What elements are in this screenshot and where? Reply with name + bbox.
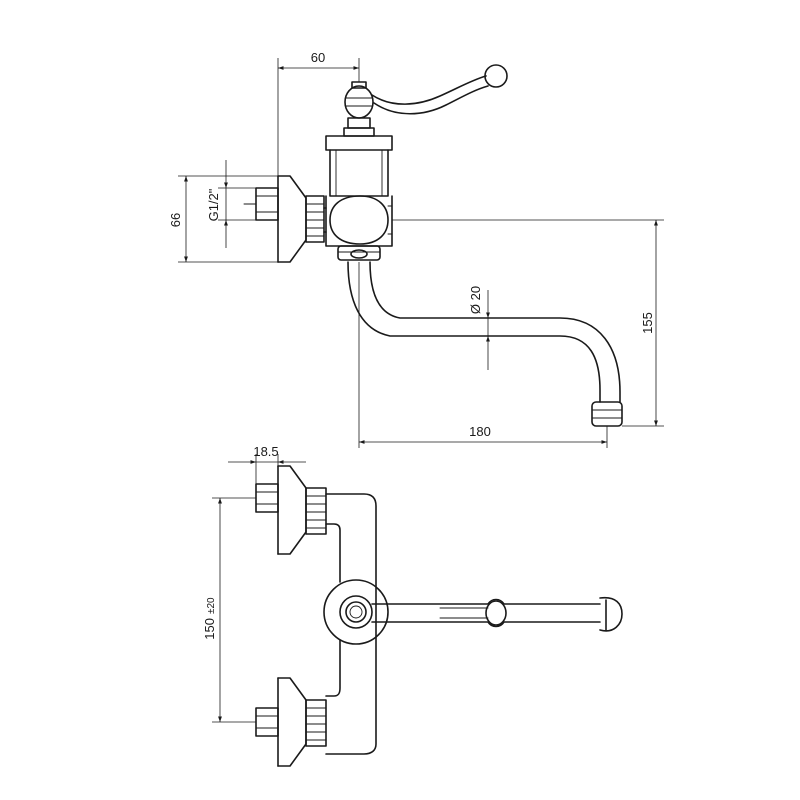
- dim-spout-reach: 180: [358, 262, 608, 448]
- dim-label-inlet-spacing: 150: [202, 618, 217, 640]
- lever-ball-front: [485, 600, 507, 626]
- lever-ball-knob: [484, 64, 508, 88]
- front-valve: [323, 579, 623, 645]
- spout: [347, 261, 623, 427]
- dim-inlet-offset: 18.5: [228, 444, 306, 484]
- dim-spout-height: 155: [392, 219, 664, 427]
- lower-inlet: [255, 677, 327, 767]
- valve-body: [325, 135, 393, 261]
- front-body: [325, 493, 377, 755]
- side-view: 60 66 G1/2" Ø 20: [168, 50, 664, 448]
- dim-label-spout-diameter: Ø 20: [468, 286, 483, 314]
- dim-thread: G1/2": [206, 160, 256, 248]
- dim-label-spout-height: 155: [640, 312, 655, 334]
- dim-inlet-spacing: 150 ±20: [202, 497, 256, 723]
- dim-label-spout-reach: 180: [469, 424, 491, 439]
- aerator: [591, 401, 623, 427]
- lever-handle: [343, 64, 508, 137]
- wall-flange: [243, 175, 307, 263]
- dim-label-thread: G1/2": [206, 188, 221, 221]
- dim-top-width: 60: [277, 50, 360, 176]
- dim-inlet-height: 66: [168, 175, 278, 263]
- coupling-nut: [305, 195, 327, 243]
- cap-dome: [344, 85, 374, 119]
- upper-inlet: [255, 465, 327, 555]
- dim-spout-diameter: Ø 20: [468, 286, 490, 370]
- swivel-nut: [337, 245, 381, 261]
- dim-label-top-width: 60: [311, 50, 325, 65]
- dim-label-inlet-height: 66: [168, 213, 183, 227]
- dim-label-inlet-offset: 18.5: [253, 444, 278, 459]
- front-view: 18.5 150 ±20: [202, 444, 623, 767]
- dim-label-inlet-spacing-tolerance: ±20: [206, 597, 217, 614]
